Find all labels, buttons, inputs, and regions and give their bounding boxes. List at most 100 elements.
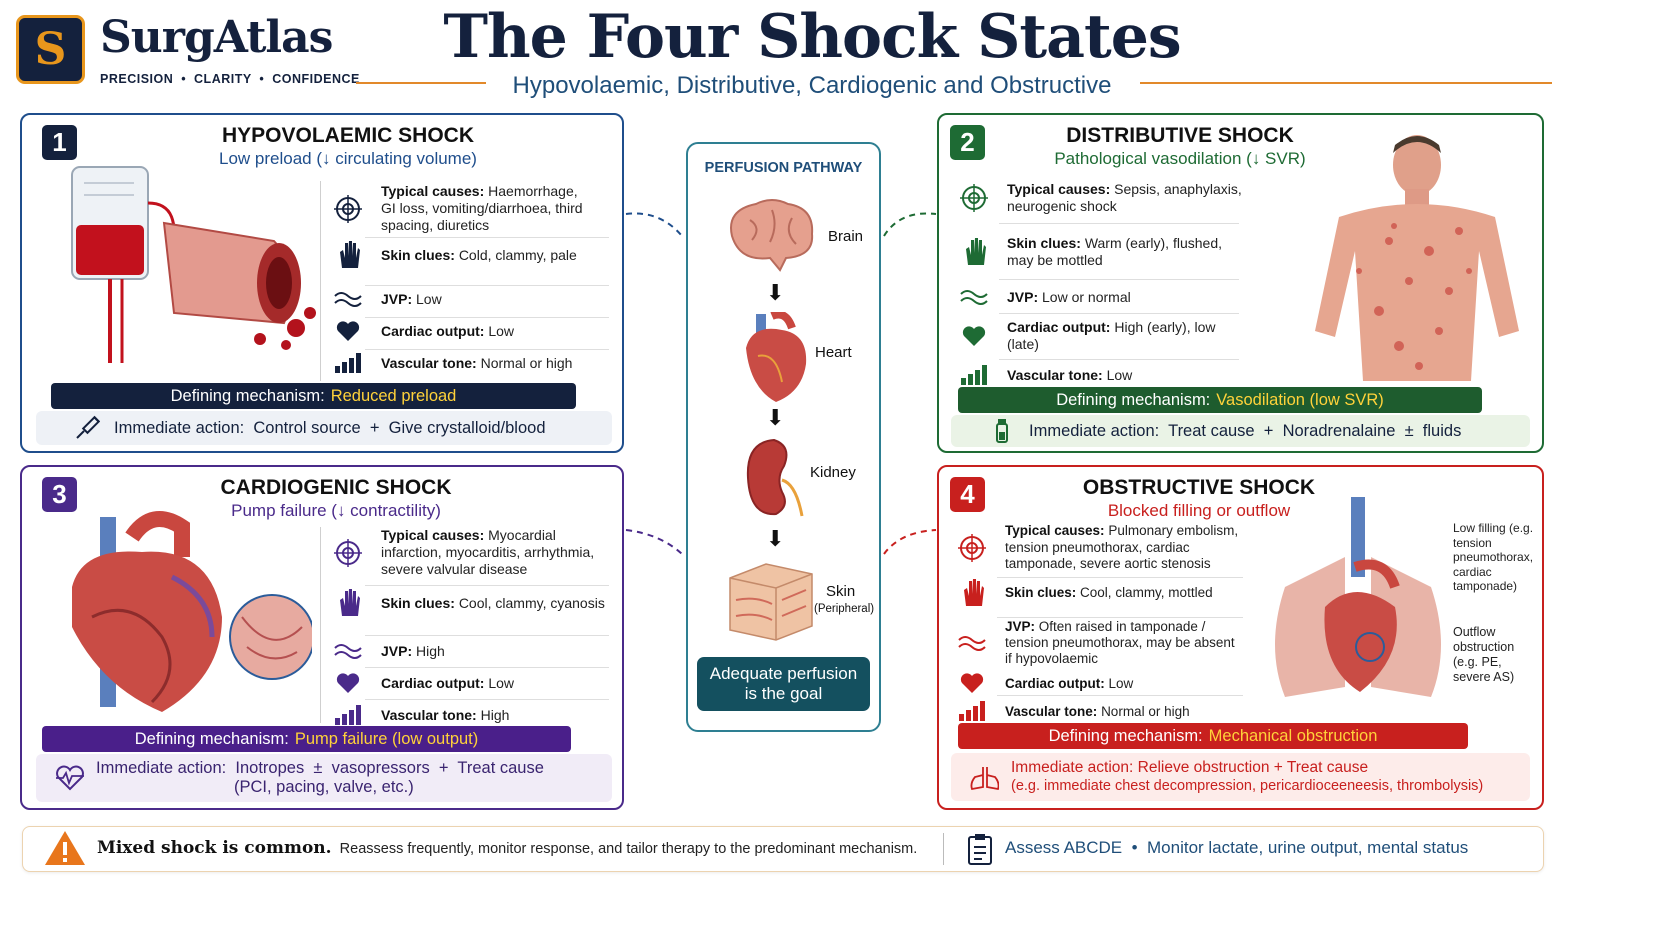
card-subtitle: Low preload (↓ circulating volume) <box>219 149 477 168</box>
defining-mechanism-bar: Defining mechanism:Mechanical obstructio… <box>958 723 1468 749</box>
card-number: 4 <box>950 477 985 512</box>
row-text: Low <box>416 290 442 307</box>
card-hypovolaemic: 1 HYPOVOLAEMIC SHOCK Low preload (↓ circ… <box>20 113 624 453</box>
row-text: Cold, clammy, pale <box>458 246 577 263</box>
card-title: OBSTRUCTIVE SHOCK <box>1082 476 1316 499</box>
title-rule-left <box>356 82 486 84</box>
row-output: Cardiac output: Low <box>321 319 596 343</box>
row-label: Typical causes: <box>1007 181 1111 197</box>
page-subtitle: Hypovolaemic, Distributive, Cardiogenic … <box>512 72 1112 99</box>
row-causes: Typical causes: Haemorrhage, GI loss, vo… <box>321 183 596 234</box>
row-tone: Vascular tone: Low <box>947 363 1247 387</box>
mech-label: Defining mechanism: <box>1048 726 1203 745</box>
logo: S <box>16 15 85 84</box>
heart-organ-icon <box>746 312 807 402</box>
card-subtitle: Pathological vasodilation (↓ SVR) <box>1054 149 1306 168</box>
defining-mechanism-bar: Defining mechanism: Reduced preload <box>51 383 576 409</box>
action-detail: (e.g. immediate chest decompression, per… <box>1011 778 1484 794</box>
vial-icon <box>987 417 1017 445</box>
row-label: JVP: <box>1005 619 1036 634</box>
tone-bars-icon <box>955 363 993 387</box>
hand-icon <box>955 238 993 265</box>
row-label: Vascular tone: <box>381 706 477 723</box>
warning-icon <box>45 831 85 865</box>
heart-icon <box>953 671 991 695</box>
footer-assess: Assess ABCDE • Monitor lactate, urine ou… <box>1005 838 1469 857</box>
row-text: Cool, clammy, mottled <box>1080 584 1213 600</box>
skin-layer-icon <box>729 563 813 641</box>
card-title: HYPOVOLAEMIC SHOCK <box>221 124 475 147</box>
row-text: Often raised in tamponade / tension pneu… <box>1005 619 1235 666</box>
callout-low-filling: Low filling (e.g. tension pneumothorax, … <box>1453 521 1534 593</box>
mech-label: Defining mechanism: <box>170 386 325 405</box>
row-label: Skin clues: <box>381 594 455 611</box>
card-number: 3 <box>42 477 77 512</box>
row-text: High <box>416 642 445 659</box>
row-text: High (early), low (late) <box>1007 319 1216 352</box>
mech-value: Reduced preload <box>330 386 457 405</box>
row-label: Skin clues: <box>1007 235 1081 251</box>
footer-note-bold: Mixed shock is common. <box>97 838 332 858</box>
lungs-heart-illustration <box>1275 497 1441 697</box>
footer-bar: Mixed shock is common. Reassess frequent… <box>22 826 1544 872</box>
row-jvp: JVP: Low <box>321 287 596 311</box>
defining-mechanism-bar: Defining mechanism:Pump failure (low out… <box>42 726 571 752</box>
action-text: Immediate action: Treat cause + Noradren… <box>1029 421 1462 440</box>
row-text: Low <box>488 674 515 691</box>
row-label: Vascular tone: <box>1005 703 1098 719</box>
row-text: Normal or high <box>480 354 573 371</box>
row-label: Typical causes: <box>1005 523 1105 538</box>
brain-icon <box>730 199 814 272</box>
row-skin: Skin clues: Warm (early), flushed, may b… <box>947 235 1247 269</box>
row-text: Cool, clammy, cyanosis <box>458 594 605 611</box>
row-output: Cardiac output: Low <box>945 671 1245 695</box>
action-detail: (PCI, pacing, valve, etc.) <box>234 778 414 796</box>
hand-icon <box>953 579 991 606</box>
row-skin: Skin clues: Cool, clammy, mottled <box>945 579 1245 606</box>
immediate-action-bar: Immediate action: Treat cause + Noradren… <box>951 415 1530 447</box>
title-rule-right <box>1140 82 1552 84</box>
lungs-icon <box>969 763 999 791</box>
hand-icon <box>329 241 367 268</box>
row-text: Pulmonary embolism, tension pneumothorax… <box>1005 523 1239 571</box>
row-label: Vascular tone: <box>1007 366 1103 383</box>
row-label: Skin clues: <box>1005 584 1077 600</box>
kidney-icon <box>746 438 804 517</box>
flushed-torso-illustration <box>1315 135 1519 381</box>
row-label: JVP: <box>381 642 413 659</box>
pathway-connectors <box>625 212 937 555</box>
card-number: 1 <box>42 125 77 160</box>
action-text: Immediate action: Relieve obstruction + … <box>1011 759 1369 776</box>
row-text: High <box>480 706 510 723</box>
brand-tagline: PRECISION • CLARITY • CONFIDENCE <box>100 72 360 86</box>
goal-line-2: is the goal <box>744 684 823 703</box>
card-subtitle: Pump failure (↓ contractility) <box>231 501 441 520</box>
card-subtitle: Blocked filling or outflow <box>1107 501 1291 520</box>
arrow-down-icon: ⬇ <box>766 280 785 305</box>
immediate-action-bar: Immediate action: Control source + Give … <box>36 411 612 445</box>
row-tone: Vascular tone: Normal or high <box>321 351 596 375</box>
row-label: Cardiac output: <box>1007 319 1111 335</box>
row-text: Sepsis, anaphylaxis, neurogenic shock <box>1007 181 1242 214</box>
row-tone: Vascular tone: High <box>321 703 611 727</box>
row-label: JVP: <box>381 290 413 307</box>
iv-bag-blood-vessel-illustration <box>71 166 316 363</box>
organ-label-kidney: Kidney <box>810 464 856 481</box>
row-label: Cardiac output: <box>381 674 485 691</box>
heartbeat-icon <box>54 764 84 792</box>
hand-icon <box>329 589 367 616</box>
row-tone: Vascular tone: Normal or high <box>945 699 1245 723</box>
row-label: Typical causes: <box>381 527 485 543</box>
feature-list: Typical causes: Haemorrhage, GI loss, vo… <box>320 181 610 381</box>
target-icon <box>955 184 993 212</box>
card-distributive: 2 DISTRIBUTIVE SHOCK Pathological vasodi… <box>937 113 1544 453</box>
target-icon <box>329 194 367 223</box>
syringe-icon <box>72 414 102 442</box>
organ-label-skin-sub: (Peripheral) <box>814 603 875 615</box>
card-cardiogenic: 3 CARDIOGENIC SHOCK Pump failure (↓ cont… <box>20 465 624 810</box>
row-label: Skin clues: <box>381 246 455 263</box>
row-text: Low <box>1106 366 1133 383</box>
action-text: Immediate action: Inotropes ± vasopresso… <box>96 759 544 777</box>
mech-value: Vasodilation (low SVR) <box>1216 390 1384 409</box>
